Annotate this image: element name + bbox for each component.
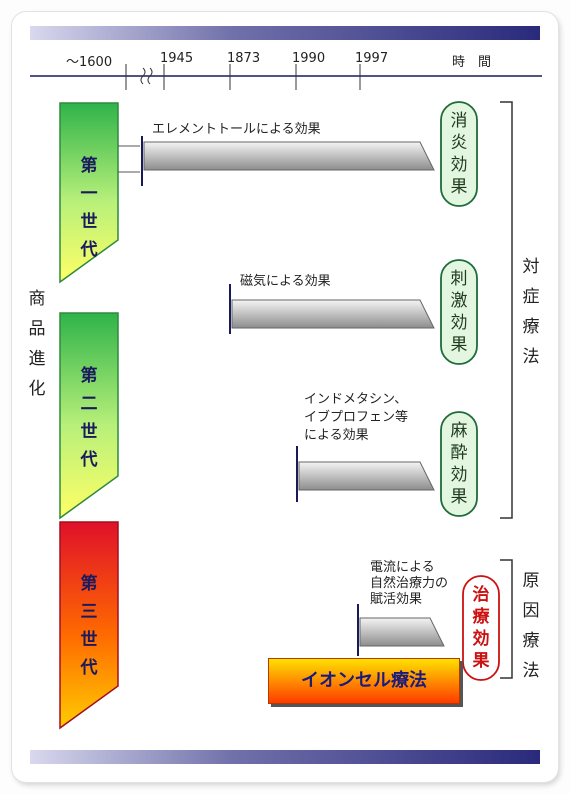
- stimulation-effect: 刺激 効果: [450, 269, 468, 355]
- current-desc-1: 電流による: [370, 560, 435, 575]
- indometh-desc-2: イブプロフェン等: [304, 410, 409, 425]
- year-label: 1997: [355, 51, 389, 66]
- anti-inflammatory-effect: 消炎 効果: [450, 111, 468, 197]
- indometh-desc-1: インドメタシン、: [304, 392, 408, 407]
- current-desc-2: 自然治療力の: [370, 576, 449, 591]
- year-label: 1873: [227, 51, 261, 66]
- generation-3-shape: [59, 521, 119, 730]
- generation-1-label: 第一 世代: [80, 156, 98, 260]
- generation-2-shape: [59, 312, 119, 520]
- year-label: 1990: [292, 51, 326, 66]
- generation-1-shape: [59, 102, 119, 284]
- effect-capsule: [462, 575, 500, 681]
- current-effect-bar: [359, 617, 445, 647]
- top-band: [30, 26, 540, 40]
- magnetic-effect-bar: [231, 299, 435, 329]
- timeline-break: [147, 67, 153, 85]
- generation-3-label: 第三 世代: [80, 574, 98, 678]
- magnetic-desc: 磁気による効果: [240, 274, 331, 289]
- symptomatic-therapy-label: 対症 療法: [522, 257, 540, 367]
- ion-cell-therapy-box: イオンセル療法: [268, 658, 460, 704]
- anesthetic-effect: 麻酔 効果: [450, 421, 468, 507]
- indometh-effect-bar: [298, 461, 435, 491]
- element-desc: エレメントトールによる効果: [152, 122, 321, 137]
- symptomatic-bracket: [500, 101, 513, 519]
- product-evolution-label: 商 品 進 化: [28, 289, 46, 399]
- time-axis-label: 時 間: [452, 55, 492, 70]
- generation-2-label: 第二 世代: [80, 366, 98, 470]
- effect-capsule: [440, 411, 478, 517]
- therapeutic-effect: 治療 効果: [472, 585, 490, 671]
- year-label: 〜1600: [66, 55, 113, 70]
- bottom-band: [30, 750, 540, 764]
- timeline-break: [140, 67, 146, 85]
- year-label: 1945: [160, 51, 194, 66]
- current-desc-3: 賦活効果: [370, 592, 423, 607]
- indometh-desc-3: による効果: [304, 428, 369, 443]
- causal-therapy-label: 原因 療法: [522, 571, 540, 681]
- element-effect-bar: [143, 141, 435, 171]
- effect-capsule: [440, 101, 478, 207]
- causal-bracket: [500, 559, 513, 679]
- effect-capsule: [440, 259, 478, 365]
